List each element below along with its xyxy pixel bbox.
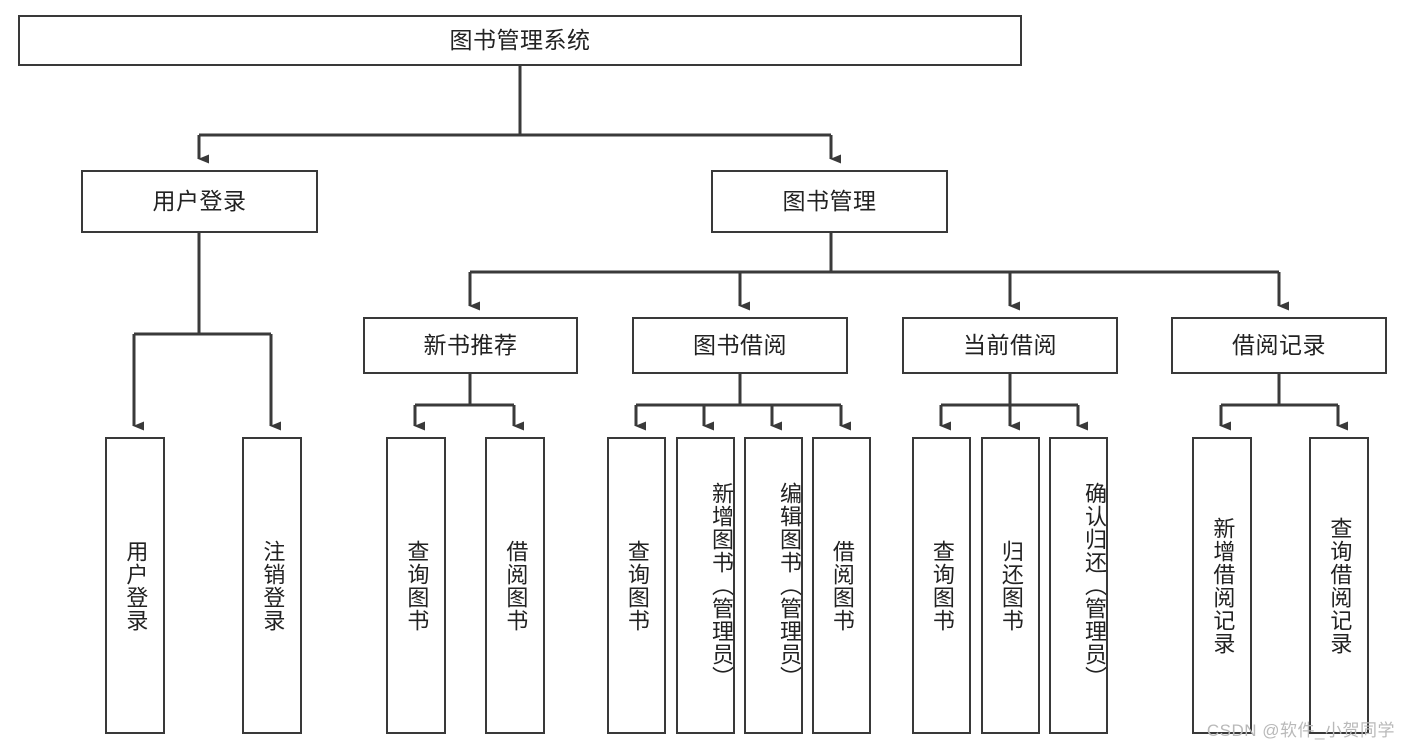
leaf-query-borrow-record[interactable]: 查询借阅记录 (1309, 437, 1369, 734)
node-book-borrow[interactable]: 图书借阅 (632, 317, 848, 374)
node-user-login[interactable]: 用户登录 (81, 170, 318, 233)
node-label: 图书管理系统 (449, 26, 591, 53)
leaf-add-borrow-record[interactable]: 新增借阅记录 (1192, 437, 1252, 734)
node-current-borrow[interactable]: 当前借阅 (902, 317, 1118, 374)
node-label: 当前借阅 (963, 331, 1057, 358)
node-label: 归还图书 (998, 539, 1024, 632)
node-label: 新增借阅记录 (1210, 516, 1236, 655)
node-label: 注销登录 (260, 539, 286, 632)
leaf-borrow-book-recommend[interactable]: 借阅图书 (485, 437, 545, 734)
node-label: 用户登录 (123, 539, 149, 632)
node-label: 查询图书 (929, 539, 955, 632)
leaf-return-book[interactable]: 归还图书 (981, 437, 1040, 734)
node-root[interactable]: 图书管理系统 (18, 15, 1022, 66)
node-label: 图书借阅 (693, 331, 787, 358)
node-label: 查询图书 (404, 539, 430, 632)
leaf-borrow-book[interactable]: 借阅图书 (812, 437, 871, 734)
leaf-add-book-admin[interactable]: 新增图书（管理员） (676, 437, 735, 734)
leaf-confirm-return-admin[interactable]: 确认归还（管理员） (1049, 437, 1108, 734)
leaf-edit-book-admin[interactable]: 编辑图书（管理员） (744, 437, 803, 734)
node-borrow-records[interactable]: 借阅记录 (1171, 317, 1387, 374)
node-new-book-recommend[interactable]: 新书推荐 (363, 317, 578, 374)
node-label: 新增图书（管理员） (709, 482, 734, 689)
leaf-user-login[interactable]: 用户登录 (105, 437, 165, 734)
node-label: 借阅记录 (1232, 331, 1326, 358)
node-label: 图书管理 (782, 187, 877, 214)
node-label: 编辑图书（管理员） (777, 482, 802, 689)
node-label: 借阅图书 (503, 539, 529, 632)
node-label: 新书推荐 (423, 331, 518, 358)
leaf-query-book-current[interactable]: 查询图书 (912, 437, 971, 734)
leaf-query-book-recommend[interactable]: 查询图书 (386, 437, 446, 734)
leaf-logout[interactable]: 注销登录 (242, 437, 302, 734)
watermark-text: CSDN @软件_小贺同学 (1206, 721, 1395, 740)
node-label: 查询借阅记录 (1327, 516, 1353, 655)
leaf-query-book-borrow[interactable]: 查询图书 (607, 437, 666, 734)
node-label: 查询图书 (624, 539, 650, 632)
node-label: 用户登录 (152, 187, 247, 214)
node-label: 借阅图书 (829, 539, 855, 632)
node-book-management[interactable]: 图书管理 (711, 170, 948, 233)
node-label: 确认归还（管理员） (1082, 482, 1107, 689)
